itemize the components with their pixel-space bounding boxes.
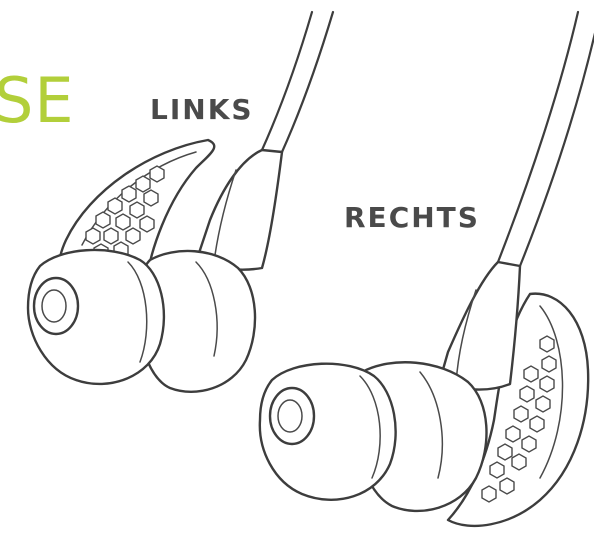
right-nozzle [270, 388, 314, 444]
left-cable [262, 12, 312, 150]
left-stem [196, 150, 282, 270]
left-nozzle [34, 278, 78, 334]
right-label: RECHTS [344, 204, 480, 232]
right-earbud [260, 12, 594, 526]
right-stem [440, 262, 520, 390]
left-label: LINKS [150, 96, 254, 124]
heading-fragment: SE [0, 70, 75, 132]
right-cable-edge [520, 20, 594, 266]
